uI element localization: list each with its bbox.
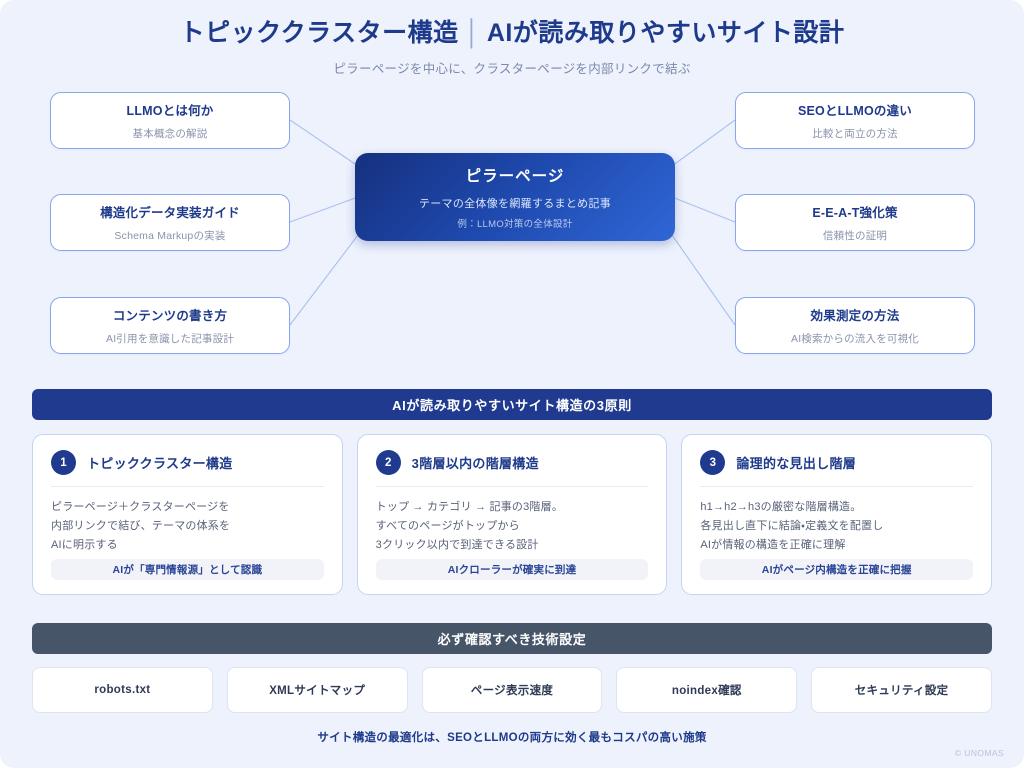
cluster-card-left-2[interactable]: 構造化データ実装ガイド Schema Markupの実装 (50, 194, 290, 251)
principle-card-3[interactable]: 3 論理的な見出し階層 h1→h2→h3の厳密な階層構造。 各見出し直下に結論・… (681, 434, 993, 595)
cluster-card-right-2[interactable]: E-E-A-T強化策 信頼性の証明 (735, 194, 975, 251)
card-header: 2 3階層以内の階層構造 (375, 450, 649, 487)
card-number-badge: 2 (375, 450, 401, 475)
pillar-example: 例：LLMO対策の全体設計 (457, 219, 573, 230)
pillar-page-node[interactable]: ピラーページ テーマの全体像を網羅するまとめ記事 例：LLMO対策の全体設計 (355, 153, 675, 241)
cluster-subtitle: Schema Markupの実装 (114, 230, 226, 242)
cluster-card-left-3[interactable]: コンテンツの書き方 AI引用を意識した記事設計 (50, 297, 290, 354)
connector-lines (289, 119, 736, 326)
principle-card-1[interactable]: 1 トピッククラスター構造 ピラーページ＋クラスターページを 内部リンクで結び、… (32, 434, 343, 595)
cluster-subtitle: 信頼性の証明 (822, 230, 888, 242)
card-tag: AIクローラーが確実に到達 (375, 558, 649, 580)
card-header: 1 トピッククラスター構造 (51, 450, 324, 487)
cluster-title: 効果測定の方法 (810, 309, 900, 323)
page-title-right: AIが読み取りやすいサイト設計 (486, 19, 845, 47)
card-body: トップ → カテゴリ → 記事の3階層。 すべてのページがトップから 3クリック… (375, 501, 564, 551)
technical-chip-security[interactable]: セキュリティ設定 (811, 667, 992, 713)
cluster-title: 構造化データ実装ガイド (100, 206, 240, 220)
footer-note: サイト構造の最適化は、SEOとLLMOの両方に効く最もコスパの高い施策 (317, 732, 707, 744)
cluster-card-left-1[interactable]: LLMOとは何か 基本概念の解説 (50, 92, 290, 149)
topic-cluster-map: LLMOとは何か 基本概念の解説 構造化データ実装ガイド Schema Mark… (0, 80, 1024, 370)
page-subtitle: ピラーページを中心に、クラスターページを内部リンクで結ぶ (333, 62, 691, 77)
cluster-title: SEOとLLMOの違い (797, 104, 912, 118)
connector-left-1 (289, 119, 359, 167)
card-title: 論理的な見出し階層 (736, 456, 857, 471)
cluster-subtitle: AI引用を意識した記事設計 (105, 333, 235, 345)
card-number-badge: 1 (51, 450, 76, 475)
cluster-title: LLMOとは何か (126, 104, 214, 118)
connector-right-3 (671, 234, 736, 326)
page-title-left: トピッククラスター構造 (179, 19, 459, 47)
card-tag: AIが「専門情報源」として認識 (51, 558, 324, 580)
principles-section-bar: AIが読み取りやすいサイト構造の3原則 (32, 389, 992, 420)
cluster-subtitle: 基本概念の解説 (132, 128, 208, 140)
copyright: © UNOMAS (954, 748, 1004, 758)
pillar-subtitle: テーマの全体像を網羅するまとめ記事 (418, 198, 612, 210)
pillar-title: ピラーページ (465, 168, 565, 185)
card-title: 3階層以内の階層構造 (411, 456, 539, 471)
card-tag: AIがページ内構造を正確に把握 (700, 558, 974, 580)
technical-chip-page-speed[interactable]: ページ表示速度 (421, 667, 603, 713)
cluster-title: コンテンツの書き方 (112, 309, 228, 323)
connector-left-3 (289, 234, 359, 326)
header: トピッククラスター構造│AIが読み取りやすいサイト設計 ピラーページを中心に、ク… (0, 18, 1024, 77)
title-divider: │ (464, 19, 481, 47)
technical-chip-robots[interactable]: robots.txt (32, 667, 213, 713)
card-body: h1→h2→h3の厳密な階層構造。 各見出し直下に結論・定義文を配置し AIが情… (700, 501, 884, 551)
cluster-subtitle: AI検索からの流入を可視化 (790, 333, 920, 345)
technical-chip-sitemap[interactable]: XMLサイトマップ (226, 667, 408, 713)
technical-section-bar: 必ず確認すべき技術設定 (32, 623, 992, 654)
connector-right-1 (671, 119, 736, 167)
card-header: 3 論理的な見出し階層 (700, 450, 974, 487)
connector-left-2 (289, 196, 359, 223)
card-body: ピラーページ＋クラスターページを 内部リンクで結び、テーマの体系を AIに明示す… (51, 501, 231, 551)
cluster-title: E-E-A-T強化策 (812, 206, 898, 220)
cluster-card-right-1[interactable]: SEOとLLMOの違い 比較と両立の方法 (735, 92, 975, 149)
cluster-subtitle: 比較と両立の方法 (812, 128, 898, 140)
card-title: トピッククラスター構造 (87, 456, 233, 471)
principle-card-2[interactable]: 2 3階層以内の階層構造 トップ → カテゴリ → 記事の3階層。 すべてのペー… (356, 434, 668, 595)
principles-card-list: 1 トピッククラスター構造 ピラーページ＋クラスターページを 内部リンクで結び、… (32, 434, 993, 595)
cluster-card-right-3[interactable]: 効果測定の方法 AI検索からの流入を可視化 (735, 297, 975, 354)
technical-chip-list: robots.txt XMLサイトマップ ページ表示速度 noindex確認 セ… (32, 667, 992, 713)
card-number-badge: 3 (700, 450, 726, 475)
technical-chip-noindex[interactable]: noindex確認 (616, 667, 798, 713)
connector-right-2 (671, 196, 736, 223)
page-title: トピッククラスター構造│AIが読み取りやすいサイト設計 (0, 18, 1024, 49)
